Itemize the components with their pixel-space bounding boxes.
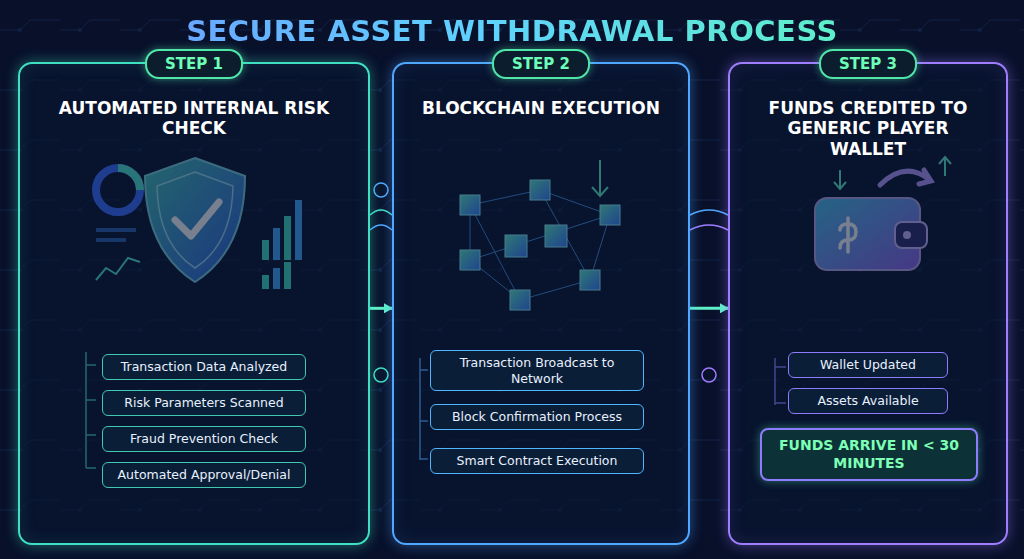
list-item: Transaction Broadcast to Network (430, 350, 644, 391)
list-item: Transaction Data Analyzed (102, 354, 306, 380)
item-text: FUNDS ARRIVE IN < 30 MINUTES (770, 437, 968, 472)
item-text: Fraud Prevention Check (109, 431, 299, 447)
list-item: Automated Approval/Denial (102, 462, 306, 488)
item-text: Smart Contract Execution (437, 453, 637, 469)
panel-heading: AUTOMATED INTERNAL RISK CHECK (38, 98, 350, 139)
list-item: Risk Parameters Scanned (102, 390, 306, 416)
list-item: Wallet Updated (788, 352, 948, 378)
panel-heading: FUNDS CREDITED TO GENERIC PLAYER WALLET (748, 98, 988, 159)
list-item: Assets Available (788, 388, 948, 414)
step-tab: STEP 2 (492, 49, 590, 79)
flow-arrow (690, 307, 728, 310)
diagram-title: SECURE ASSET WITHDRAWAL PROCESS (0, 14, 1024, 48)
item-text: Automated Approval/Denial (109, 467, 299, 483)
step-panel: STEP 2BLOCKCHAIN EXECUTIONTransaction Br… (392, 62, 690, 545)
item-text: Transaction Broadcast to Network (437, 355, 637, 386)
item-text: Transaction Data Analyzed (109, 359, 299, 375)
step-panel: STEP 3FUNDS CREDITED TO GENERIC PLAYER W… (728, 62, 1008, 545)
list-item: Fraud Prevention Check (102, 426, 306, 452)
step-panel: STEP 1AUTOMATED INTERNAL RISK CHECKTrans… (18, 62, 370, 545)
item-text: Assets Available (795, 393, 941, 409)
item-text: Risk Parameters Scanned (109, 395, 299, 411)
flow-arrow (370, 307, 392, 310)
item-text: Wallet Updated (795, 357, 941, 373)
item-text: Block Confirmation Process (437, 409, 637, 425)
panel-heading: BLOCKCHAIN EXECUTION (412, 98, 670, 118)
list-item: Block Confirmation Process (430, 404, 644, 430)
highlight-box: FUNDS ARRIVE IN < 30 MINUTES (760, 428, 978, 481)
list-item: Smart Contract Execution (430, 448, 644, 474)
step-tab: STEP 1 (145, 49, 243, 79)
step-tab: STEP 3 (819, 49, 917, 79)
